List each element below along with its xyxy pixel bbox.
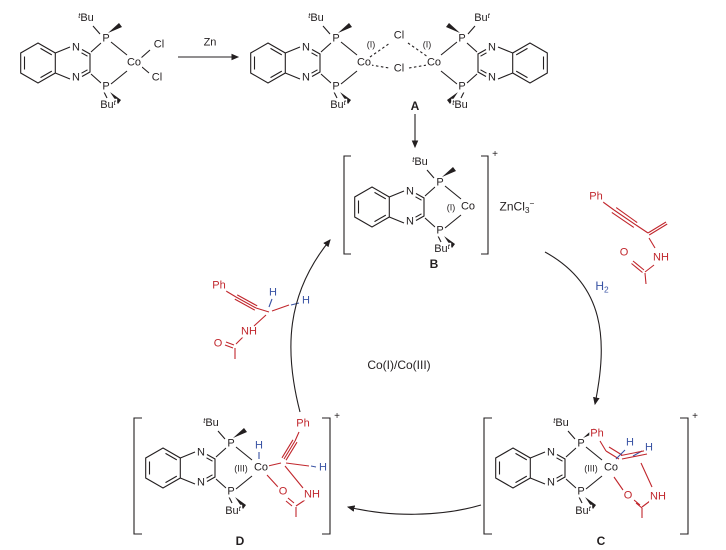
h2-reagent: H2 — [594, 279, 610, 295]
precat-p-bottom: P — [101, 80, 111, 93]
complex-c-charge: + — [691, 411, 699, 422]
complex-d-structure — [133, 417, 331, 535]
dimer-right-p-top: P — [457, 32, 467, 45]
substrate-nh: NH — [652, 251, 670, 264]
substrate-structure — [602, 201, 668, 285]
dimer-right-oxstate: (I) — [421, 39, 433, 50]
complex-c-letter: C — [595, 534, 607, 548]
arrow-d-to-b — [290, 239, 331, 413]
product-h-stereo: H — [268, 286, 278, 299]
complex-d-bu-bottom: But — [224, 503, 242, 518]
complex-a-structure — [250, 22, 548, 105]
precatalyst-structure — [20, 22, 151, 105]
product-ph: Ph — [211, 279, 227, 292]
complex-b-p-top: P — [435, 176, 445, 189]
complex-c-p-top: P — [576, 437, 586, 450]
precat-n-bottom: N — [71, 71, 81, 84]
complex-c-n-top: N — [546, 446, 556, 459]
complex-c-n-bottom: N — [546, 476, 556, 489]
precat-bu-bottom: But — [99, 97, 117, 112]
arrow-c-to-d — [346, 504, 482, 515]
complex-d-letter: D — [234, 534, 246, 548]
complex-d-oxstate: (III) — [233, 463, 249, 474]
precat-cl-bottom: Cl — [150, 71, 164, 84]
arrow-b-to-c — [544, 251, 602, 406]
precat-cl-top: Cl — [152, 38, 166, 51]
complex-c-o: O — [622, 489, 634, 502]
complex-b-n-top: N — [405, 185, 415, 198]
complex-d-p-bottom: P — [226, 485, 236, 498]
precat-tbu-top: tBu — [77, 10, 95, 25]
dimer-left-co: Co — [355, 56, 373, 69]
complex-d-charge: + — [333, 411, 341, 422]
complex-c-nh: NH — [649, 490, 667, 503]
complex-b-bu-bottom: But — [433, 241, 451, 256]
dimer-right-n-top: N — [487, 41, 497, 54]
dimer-left-n-top: N — [301, 41, 311, 54]
complex-c-h2: H — [644, 441, 654, 454]
dimer-cl-top: Cl — [392, 29, 406, 42]
zincl3-counterion: ZnCl3− — [498, 198, 536, 215]
complex-c-tbu-top: tBu — [552, 415, 570, 430]
product-o: O — [212, 337, 224, 350]
dimer-left-p-bottom: P — [331, 80, 341, 93]
precat-n-top: N — [71, 41, 81, 54]
substrate-o: O — [618, 246, 630, 259]
complex-d-n-bottom: N — [196, 476, 206, 489]
complex-d-n-top: N — [196, 446, 206, 459]
complex-b-charge: + — [491, 149, 499, 160]
complex-c-ph: Ph — [589, 427, 605, 440]
complex-c-bu-bottom: But — [574, 503, 592, 518]
complex-b-p-bottom: P — [435, 224, 445, 237]
complex-c-p-bottom: P — [576, 485, 586, 498]
zn-reagent: Zn — [202, 36, 218, 49]
complex-d-ph: Ph — [295, 417, 311, 430]
complex-d-h-methyl: H — [318, 461, 328, 474]
complex-c-h1: H — [625, 436, 635, 449]
product-h-methyl: H — [301, 294, 311, 307]
dimer-right-co: Co — [425, 56, 443, 69]
dimer-left-bu-bottom: But — [329, 97, 347, 112]
complex-b-tbu-top: tBu — [411, 154, 429, 169]
complex-b-structure — [343, 155, 489, 255]
dimer-right-p-bottom: P — [457, 80, 467, 93]
product-nh: NH — [240, 325, 258, 338]
complex-a-letter: A — [409, 99, 421, 113]
complex-b-n-bottom: N — [405, 215, 415, 228]
dimer-right-n-bottom: N — [487, 71, 497, 84]
complex-c-oxstate: (III) — [583, 463, 599, 474]
dimer-right-bu-top: But — [473, 10, 491, 25]
complex-d-hydride: H — [254, 439, 264, 452]
dimer-cl-bottom: Cl — [392, 62, 406, 75]
complex-b-letter: B — [428, 257, 440, 271]
complex-d-nh: NH — [303, 488, 321, 501]
complex-d-tbu-top: tBu — [202, 415, 220, 430]
complex-c-structure — [483, 417, 689, 535]
complex-d-o: O — [277, 485, 289, 498]
dimer-right-tbu-bottom: tBu — [451, 97, 469, 112]
complex-b-oxstate: (I) — [445, 202, 457, 213]
substrate-ph: Ph — [588, 190, 604, 203]
complex-d-p-top: P — [226, 437, 236, 450]
dimer-left-n-bottom: N — [301, 71, 311, 84]
cycle-caption: Co(I)/Co(III) — [366, 358, 432, 372]
complex-b-co: Co — [459, 200, 477, 213]
product-structure — [224, 290, 300, 359]
precat-p-top: P — [101, 32, 111, 45]
dimer-left-p-top: P — [331, 32, 341, 45]
complex-d-co: Co — [252, 461, 270, 474]
dimer-left-oxstate: (I) — [365, 39, 377, 50]
dimer-left-tbu-top: tBu — [307, 10, 325, 25]
complex-c-co: Co — [602, 461, 620, 474]
precat-co: Co — [125, 56, 143, 69]
